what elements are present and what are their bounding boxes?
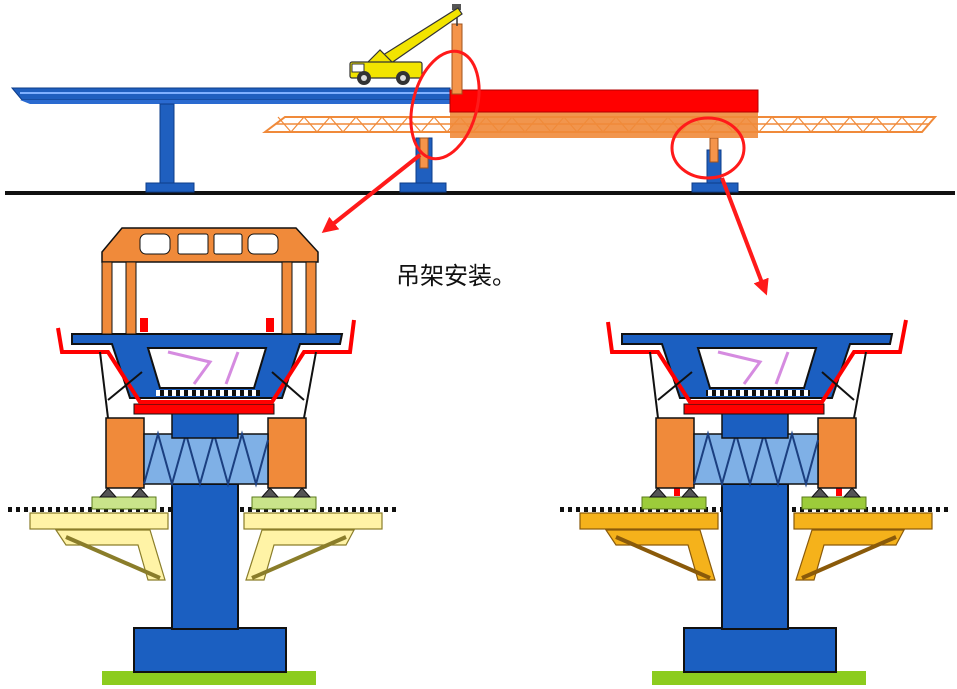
callout-circle-right bbox=[670, 116, 746, 180]
callout-arrow-left bbox=[321, 153, 422, 233]
support-bracket-right-left bbox=[579, 496, 719, 581]
support-bracket-left bbox=[29, 496, 169, 581]
callout-circle-left bbox=[409, 49, 481, 161]
support-bracket-right bbox=[243, 496, 383, 581]
overview-elevation bbox=[5, 4, 955, 296]
left-pier bbox=[145, 103, 195, 193]
diagram-caption: 吊架安装。 bbox=[396, 262, 516, 290]
box-girder-right bbox=[621, 333, 894, 399]
section-detail-left bbox=[8, 227, 400, 685]
hanging-formwork-left bbox=[56, 319, 356, 404]
red-girder-segment bbox=[449, 89, 759, 113]
right-pier bbox=[691, 137, 739, 193]
ground-line bbox=[5, 191, 955, 195]
support-bracket-right-right bbox=[793, 496, 933, 581]
callout-arrow-right bbox=[720, 177, 769, 296]
hanging-frame-left bbox=[101, 227, 319, 335]
crane-truck bbox=[349, 7, 463, 85]
completed-deck bbox=[10, 87, 451, 104]
box-girder-left bbox=[71, 333, 344, 399]
hanging-formwork-right bbox=[606, 319, 908, 404]
section-detail-right bbox=[558, 319, 950, 685]
formwork-block bbox=[450, 110, 758, 138]
